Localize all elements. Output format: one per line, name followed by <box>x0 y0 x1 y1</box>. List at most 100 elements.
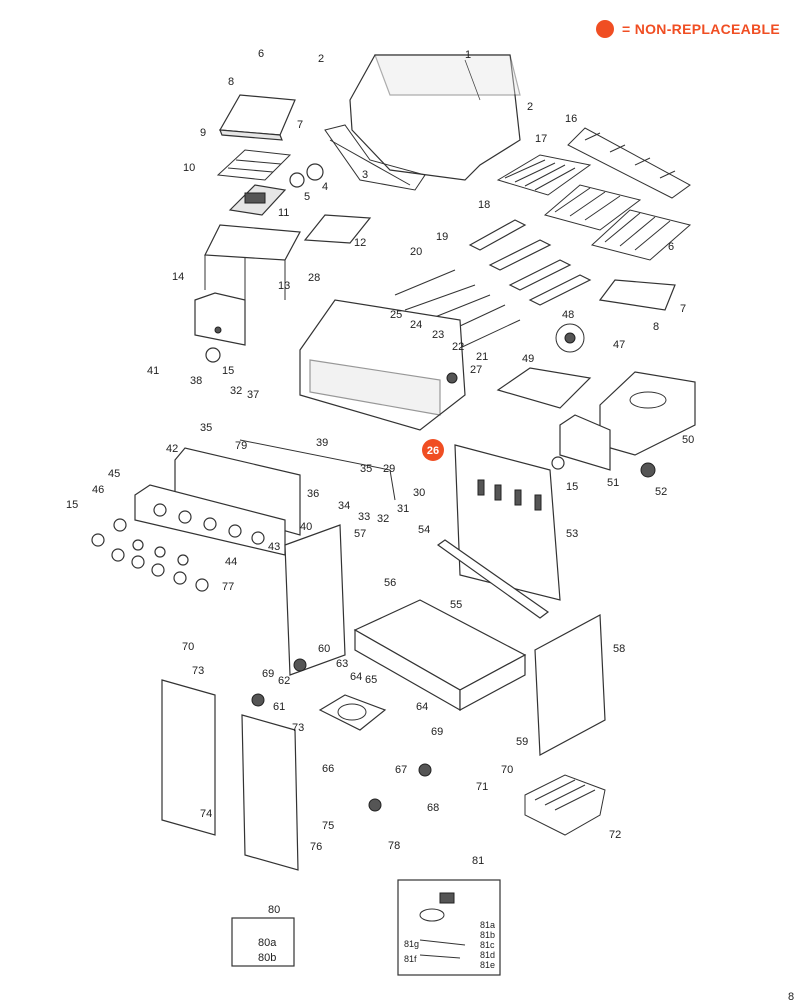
label-44: 44 <box>225 556 237 568</box>
label-81f: 81f <box>404 954 417 964</box>
control-knobs-part <box>91 518 209 592</box>
label-3: 3 <box>362 169 368 181</box>
cooking-grate-middle-part <box>543 184 642 231</box>
legend: = NON-REPLACEABLE <box>596 20 780 38</box>
label-80: 80 <box>268 904 280 916</box>
label-72: 72 <box>609 829 621 841</box>
side-burner-grate-part <box>216 149 292 181</box>
rotisserie-burner-part <box>555 323 585 353</box>
label-8a: 8 <box>228 76 234 88</box>
label-9: 9 <box>200 127 206 139</box>
label-81b: 81b <box>480 930 495 940</box>
label-31: 31 <box>397 503 409 515</box>
label-7b: 7 <box>680 303 686 315</box>
label-7a: 7 <box>297 119 303 131</box>
label-81c: 81c <box>480 940 495 950</box>
cooking-grate-right-part <box>590 209 692 261</box>
label-64a: 64 <box>350 671 362 683</box>
label-67: 67 <box>395 764 407 776</box>
label-73b: 73 <box>292 722 304 734</box>
label-2b: 2 <box>527 101 533 113</box>
label-45: 45 <box>108 468 120 480</box>
label-54: 54 <box>418 524 430 536</box>
label-42: 42 <box>166 443 178 455</box>
hardware-box-80 <box>231 917 295 967</box>
knob-15a-part <box>205 347 221 363</box>
label-58: 58 <box>613 643 625 655</box>
label-63: 63 <box>336 658 348 670</box>
label-52: 52 <box>655 486 667 498</box>
label-41: 41 <box>147 365 159 377</box>
firebox-part <box>299 299 466 431</box>
label-27: 27 <box>470 364 482 376</box>
part-labels: 1 2 2 3 4 5 6 6 7 7 8 8 9 10 11 12 13 14… <box>66 48 794 1003</box>
label-75: 75 <box>322 820 334 832</box>
label-71: 71 <box>476 781 488 793</box>
lid-frame-part <box>324 124 426 191</box>
label-2a: 2 <box>318 53 324 65</box>
ring-4-part <box>306 163 324 181</box>
label-61: 61 <box>273 701 285 713</box>
label-74: 74 <box>200 808 212 820</box>
label-6b: 6 <box>668 241 674 253</box>
side-burner-box-part <box>194 292 246 346</box>
label-62: 62 <box>278 675 290 687</box>
label-5: 5 <box>304 191 310 203</box>
label-55: 55 <box>450 599 462 611</box>
page-mark: 8 <box>788 991 794 1003</box>
label-81g: 81g <box>404 939 419 949</box>
label-10: 10 <box>183 162 195 174</box>
flame-tamers-part <box>468 219 592 306</box>
label-14: 14 <box>172 271 184 283</box>
label-57: 57 <box>354 528 366 540</box>
label-53: 53 <box>566 528 578 540</box>
label-56: 56 <box>384 577 396 589</box>
label-35a: 35 <box>200 422 212 434</box>
label-15c: 15 <box>66 499 78 511</box>
cooking-grate-17-part <box>496 154 592 196</box>
label-47: 47 <box>613 339 625 351</box>
right-side-panel-part <box>534 614 606 756</box>
label-21: 21 <box>476 351 488 363</box>
caster-61-part <box>251 693 265 707</box>
label-81e: 81e <box>480 960 495 970</box>
label-22: 22 <box>452 341 464 353</box>
label-81a: 81a <box>480 920 495 930</box>
warming-rack-left-part <box>219 94 296 141</box>
label-81d: 81d <box>480 950 495 960</box>
label-23: 23 <box>432 329 444 341</box>
label-33: 33 <box>358 511 370 523</box>
caster-60-part <box>293 658 307 672</box>
label-16: 16 <box>565 113 577 125</box>
label-64b: 64 <box>416 701 428 713</box>
label-66: 66 <box>322 763 334 775</box>
control-panel-part <box>134 447 301 556</box>
valve-52-part <box>640 462 656 478</box>
label-32b: 32 <box>377 513 389 525</box>
legend-text: = NON-REPLACEABLE <box>622 21 780 37</box>
label-59: 59 <box>516 736 528 748</box>
label-20: 20 <box>410 246 422 258</box>
label-39: 39 <box>316 437 328 449</box>
side-panel-51-part <box>559 414 611 471</box>
non-replaceable-dot-icon <box>596 20 615 38</box>
label-28: 28 <box>308 272 320 284</box>
door-right-part <box>241 714 299 871</box>
storage-basket-part <box>524 774 606 836</box>
label-12: 12 <box>354 237 366 249</box>
crossbar-part <box>436 539 550 619</box>
label-4: 4 <box>322 181 328 193</box>
label-78: 78 <box>388 840 400 852</box>
label-80b: 80b <box>258 952 276 964</box>
label-34: 34 <box>338 500 350 512</box>
label-29: 29 <box>383 463 395 475</box>
label-15b: 15 <box>566 481 578 493</box>
label-40: 40 <box>300 521 312 533</box>
side-burner-frame-part <box>204 224 301 300</box>
caster-67-part <box>418 763 432 777</box>
label-70a: 70 <box>182 641 194 653</box>
label-8b: 8 <box>653 321 659 333</box>
warming-rack-right-part <box>598 279 676 311</box>
label-79: 79 <box>235 440 247 452</box>
label-69b: 69 <box>431 726 443 738</box>
